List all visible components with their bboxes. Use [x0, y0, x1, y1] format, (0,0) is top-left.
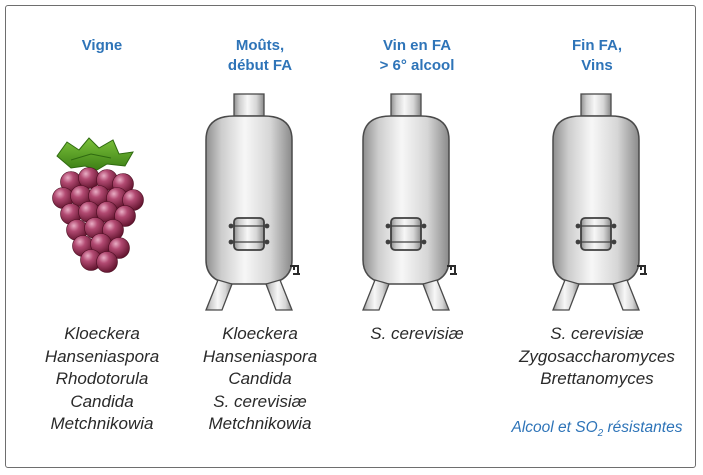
stage-title-line: Fin FA,: [511, 36, 683, 56]
species-list: S. cerevisiæ Zygosaccharomyces Brettanom…: [491, 323, 703, 391]
note-suffix: résistantes: [603, 419, 682, 436]
stage-title: Moûts, début FA: [174, 36, 346, 76]
stage-title-line: Vigne: [16, 36, 188, 56]
stage-title-line: Moûts,: [174, 36, 346, 56]
grape-berries: [53, 168, 144, 273]
fermentation-tank-icon: [541, 92, 651, 317]
grape-cluster-icon: [41, 134, 151, 279]
stage-title: Vin en FA > 6° alcool: [331, 36, 503, 76]
diagram-frame: Vigne Kloeckera Hansenia: [5, 5, 696, 468]
species-name: Zygosaccharomyces: [491, 346, 703, 369]
species-name: S. cerevisiæ: [491, 323, 703, 346]
stage-mouts: Moûts, début FA Kloeckera Hanseniaspora …: [174, 6, 346, 467]
stage-title: Vigne: [16, 36, 188, 56]
fermentation-tank-icon: [351, 92, 461, 317]
stage-title-line: Vin en FA: [331, 36, 503, 56]
note-prefix: Alcool et SO: [512, 419, 598, 436]
fermentation-tank-icon: [194, 92, 304, 317]
stage-title-line: début FA: [174, 56, 346, 76]
grape-leaves: [57, 138, 133, 170]
stage-vin-en-fa: Vin en FA > 6° alcool S. cerevisiæ: [331, 6, 503, 467]
stage-title-line: > 6° alcool: [331, 56, 503, 76]
grape-berry: [97, 252, 118, 273]
stage-fin-fa: Fin FA, Vins S. cerevisiæ Zygosaccharomy…: [511, 6, 683, 467]
stage-title-line: Vins: [511, 56, 683, 76]
species-name: Brettanomyces: [491, 368, 703, 391]
stage-title: Fin FA, Vins: [511, 36, 683, 76]
resistance-note: Alcool et SO2 résistantes: [481, 419, 703, 439]
